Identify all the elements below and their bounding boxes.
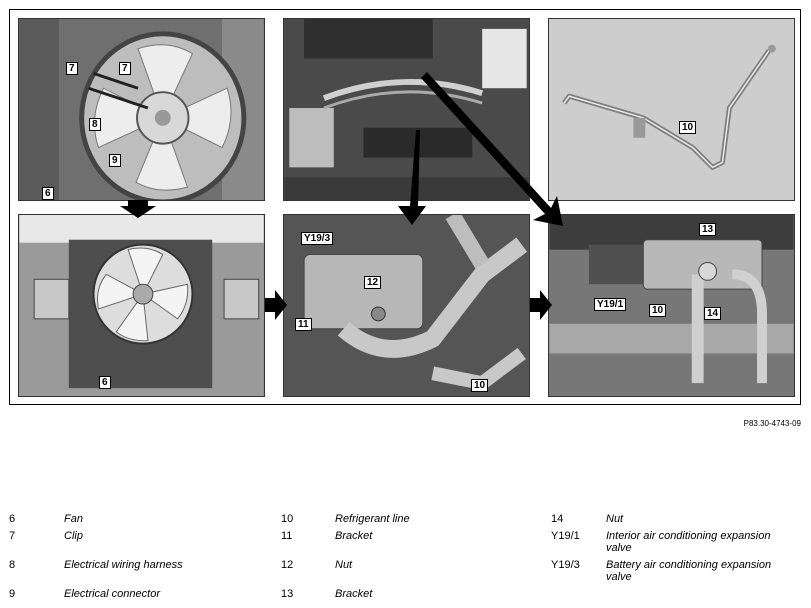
legend-key: 7 [9, 530, 16, 542]
callout-10a: 10 [679, 121, 697, 134]
down-arrow-icon [120, 200, 156, 218]
legend-desc: Nut [606, 513, 624, 525]
callout-11: 11 [295, 318, 312, 331]
legend-key: 12 [281, 559, 294, 571]
callout-6a: 6 [42, 187, 54, 200]
refrigerant-line-photo [549, 19, 794, 200]
panel-fan-assembly: 7 7 8 9 6 [18, 18, 265, 201]
radiator-front-photo [19, 215, 264, 396]
callout-10b: 10 [471, 379, 489, 392]
legend-desc: Interior air conditioning expansion valv… [606, 530, 771, 554]
panel-interior-valve: 13 Y19/1 10 14 [548, 214, 795, 397]
legend-desc: Fan [64, 513, 83, 525]
right-arrow-icon [265, 290, 287, 320]
callout-8: 8 [89, 118, 101, 131]
panel-radiator-front: 6 [18, 214, 265, 397]
legend-desc: Bracket [335, 530, 373, 542]
diagonal-arrow-icon [421, 72, 563, 226]
legend-key: 13 [281, 588, 294, 600]
legend-desc: Electrical connector [64, 588, 160, 600]
legend-key: 10 [281, 513, 294, 525]
panel-refrigerant-line: 10 [548, 18, 795, 201]
right-arrow-icon [530, 290, 552, 320]
legend-desc: Clip [64, 530, 83, 542]
callout-7a: 7 [66, 62, 78, 75]
callout-y19-3: Y19/3 [301, 232, 334, 245]
interior-valve-photo [549, 215, 794, 396]
legend-key: 11 [281, 530, 293, 542]
callout-12: 12 [364, 276, 382, 289]
legend-key: Y19/3 [551, 559, 580, 571]
callout-10c: 10 [649, 304, 667, 317]
figure-reference-id: P83.30-4743-09 [743, 419, 801, 428]
panel-battery-valve: Y19/3 12 11 10 [283, 214, 530, 397]
battery-valve-photo [284, 215, 529, 396]
callout-9: 9 [109, 154, 121, 167]
illustration-figure: 7 7 8 9 6 10 [9, 9, 801, 405]
legend-desc: Refrigerant line [335, 513, 410, 525]
legend-key: 9 [9, 588, 16, 600]
legend-desc: Electrical wiring harness [64, 559, 183, 571]
down-arrow-icon [398, 130, 426, 225]
callout-6b: 6 [99, 376, 111, 389]
legend-key: 8 [9, 559, 16, 571]
callout-7b: 7 [119, 62, 131, 75]
fan-assembly-photo [19, 19, 264, 200]
callout-14: 14 [704, 307, 722, 320]
legend-key: Y19/1 [551, 530, 580, 542]
legend-desc: Battery air conditioning expansion valve [606, 559, 772, 583]
callout-y19-1: Y19/1 [594, 298, 627, 311]
panel-engine-bay [283, 18, 530, 201]
legend-key: 6 [9, 513, 16, 525]
legend-key: 14 [551, 513, 564, 525]
legend-desc: Nut [335, 559, 353, 571]
engine-bay-photo [284, 19, 529, 200]
legend-desc: Bracket [335, 588, 373, 600]
callout-13: 13 [699, 223, 717, 236]
